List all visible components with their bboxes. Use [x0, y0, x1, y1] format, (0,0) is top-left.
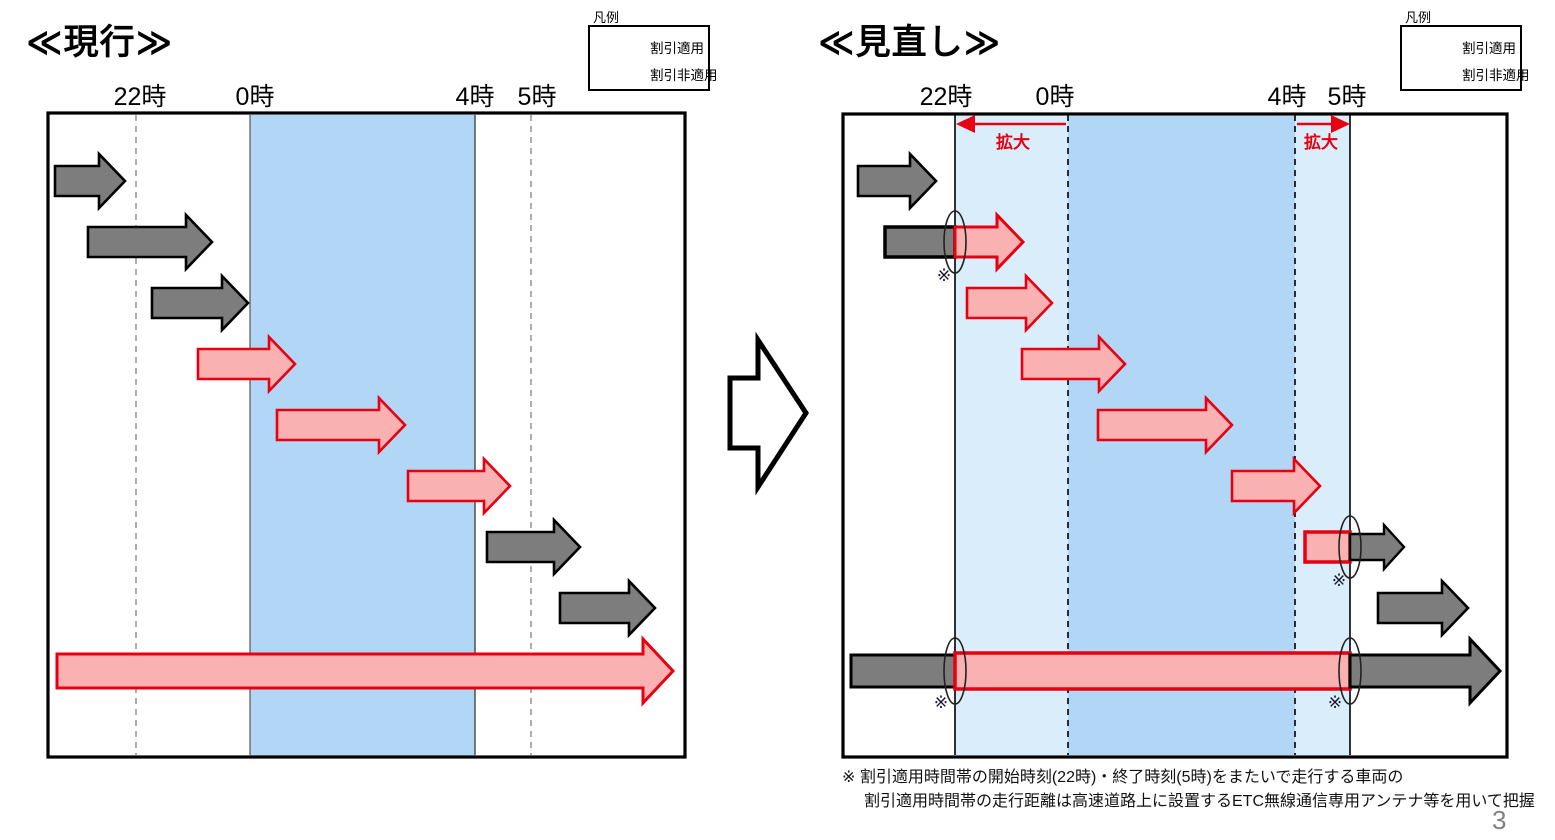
legend-title-revised: 凡例 [1405, 10, 1432, 25]
legend-title: 凡例 [593, 10, 620, 25]
time-label-4-revised: 4時 [1267, 83, 1307, 111]
transition-arrow [727, 331, 809, 496]
legend-item-non-discount: 割引非適用 [650, 68, 718, 83]
panel-title-revised: ≪見直し≫ [818, 23, 1002, 62]
non-discount-arrow [1376, 577, 1470, 639]
note-mark-end-junction: ※ [1331, 571, 1347, 590]
non-discount-arrow [150, 272, 250, 334]
discount-arrow-full-span [55, 635, 676, 707]
note-mark-long-start: ※ [933, 693, 949, 712]
time-label-5-current: 5時 [517, 83, 557, 111]
discount-segment-long-middle [953, 651, 1352, 691]
panel-title-current: ≪現行≫ [26, 23, 174, 62]
note-mark-start-junction: ※ [936, 266, 952, 285]
time-label-22-revised: 22時 [919, 83, 973, 111]
legend-box [588, 25, 710, 91]
non-discount-arrow [856, 150, 938, 212]
footnote-line-2: 割引適用時間帯の走行距離は高速道路上に設置するETC無線通信専用アンテナ等を用い… [864, 793, 1535, 810]
discount-arrow [1230, 455, 1322, 517]
legend-box-revised [1400, 25, 1522, 91]
non-discount-arrow [485, 516, 582, 578]
legend-item-discount-revised: 割引適用 [1462, 41, 1516, 56]
discount-arrow-after-22 [953, 211, 1026, 273]
expansion-label-start: 拡大 [996, 133, 1030, 152]
expansion-label-end: 拡大 [1304, 133, 1338, 152]
time-label-0-revised: 0時 [1035, 83, 1075, 111]
legend-item-discount: 割引適用 [650, 41, 704, 56]
note-mark-long-end: ※ [1327, 693, 1343, 712]
junction-ellipse-long-5 [1338, 637, 1362, 705]
junction-ellipse-22 [943, 210, 967, 274]
legend-item-non-discount-revised: 割引非適用 [1462, 68, 1530, 83]
time-label-4-current: 4時 [455, 83, 495, 111]
junction-ellipse-long-22 [943, 637, 967, 705]
non-discount-arrow [558, 577, 657, 639]
page-number: 3 [1492, 805, 1507, 835]
non-discount-arrow-long-end [1348, 635, 1503, 707]
non-discount-arrow [86, 211, 214, 273]
discount-segment-before-5 [1303, 530, 1352, 564]
discount-arrow [406, 455, 512, 517]
time-label-22-current: 22時 [113, 83, 167, 111]
discount-arrow [1020, 333, 1127, 395]
discount-window-extended-start [955, 116, 1068, 755]
time-label-0-current: 0時 [235, 83, 275, 111]
timeline-box-revised [841, 112, 1509, 759]
expansion-arrow-end-head [1331, 115, 1350, 133]
expansion-arrow-start-head [956, 115, 975, 133]
discount-arrow [1096, 394, 1234, 456]
discount-arrow [196, 333, 297, 395]
non-discount-arrow [53, 150, 127, 212]
non-discount-segment-long-start [849, 653, 957, 689]
discount-window-extended-end [1295, 116, 1350, 755]
discount-arrow [965, 272, 1054, 334]
non-discount-arrow-after-5 [1348, 521, 1406, 573]
timeline-box-current [46, 111, 687, 759]
footnote-line-1: ※ 割引適用時間帯の開始時刻(22時)・終了時刻(5時)をまたいで走行する車両の [842, 769, 1404, 786]
discount-arrow [275, 394, 407, 456]
junction-ellipse-5 [1338, 515, 1362, 579]
time-label-5-revised: 5時 [1327, 83, 1367, 111]
